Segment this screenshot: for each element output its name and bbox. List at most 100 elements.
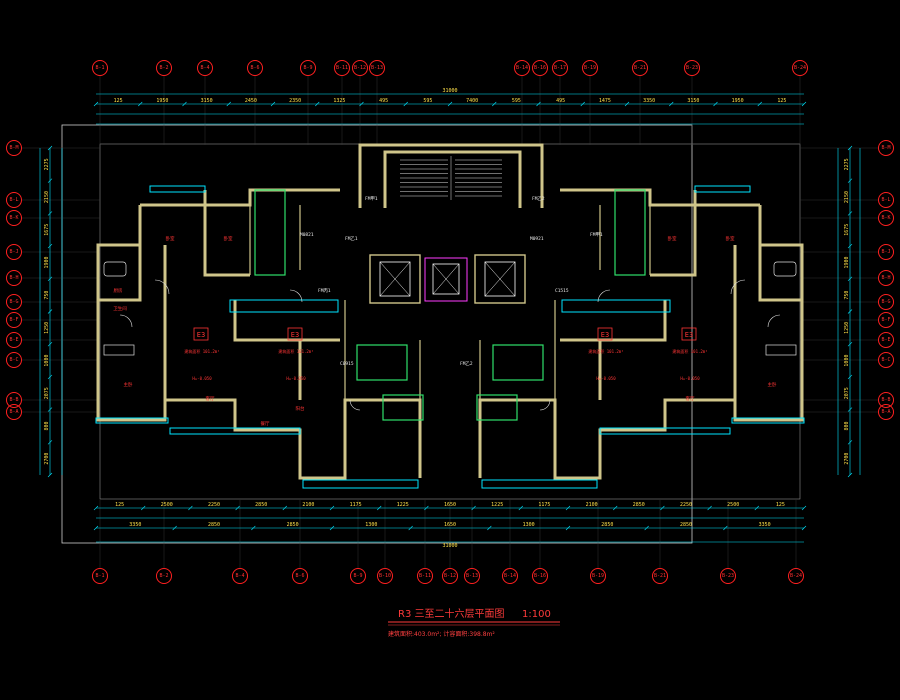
axis-bubble-left: B-E bbox=[6, 332, 22, 348]
left-dim-tick bbox=[47, 243, 53, 249]
axis-circle bbox=[6, 404, 22, 420]
axis-bubble-bottom: B-4 bbox=[232, 568, 248, 584]
door-window-tag: M0921 bbox=[530, 236, 544, 242]
axis-circle bbox=[878, 392, 894, 408]
top-dim-row1-text: 1950 bbox=[732, 98, 744, 104]
axis-bubble-right: B-H bbox=[878, 270, 894, 286]
left-dim-text: 750 bbox=[44, 291, 50, 300]
bottom-dim-row2-tick bbox=[487, 525, 492, 531]
bottom-dim-row1-tick bbox=[235, 505, 240, 511]
door-window-tag: C1515 bbox=[555, 288, 569, 294]
axis-bubble-top: B-12 bbox=[352, 60, 368, 76]
bottom-dim-row1-tick bbox=[754, 505, 760, 511]
left-dim-text: 2275 bbox=[44, 158, 50, 170]
axis-bubble-bottom: B-11 bbox=[417, 568, 433, 584]
left-dim-tick bbox=[47, 472, 53, 478]
axis-label: B-1 bbox=[95, 65, 104, 71]
bottom-dim-row1-tick bbox=[518, 505, 524, 511]
axis-label: B-12 bbox=[354, 65, 366, 71]
right-dim-tick bbox=[847, 243, 853, 249]
bottom-dim-row2-text: 2850 bbox=[208, 522, 220, 528]
axis-circle bbox=[232, 568, 248, 584]
axis-bubble-left: B-K bbox=[6, 210, 22, 226]
bottom-dim-row1-tick bbox=[612, 505, 618, 511]
axis-label: B-21 bbox=[654, 573, 666, 579]
axis-bubble-top: B-4 bbox=[197, 60, 213, 76]
left-dim-tick bbox=[47, 178, 53, 183]
wall-outline bbox=[96, 143, 804, 480]
right-dim-tick bbox=[847, 145, 853, 151]
axis-label: B-B bbox=[9, 397, 18, 403]
top-dim-row1-tick bbox=[624, 101, 630, 107]
room-label: 餐厅 bbox=[261, 420, 270, 427]
room-label: 主卧 bbox=[768, 381, 777, 388]
axis-bubble-bottom: B-1 bbox=[92, 568, 108, 584]
axis-label: B-24 bbox=[790, 573, 802, 579]
axis-circle bbox=[292, 568, 308, 584]
axis-label: B-13 bbox=[371, 65, 383, 71]
right-dim-text: 1675 bbox=[844, 224, 850, 236]
top-dim-row1-text: 3150 bbox=[201, 98, 213, 104]
axis-circle bbox=[684, 60, 700, 76]
axis-bubble-right: B-K bbox=[878, 210, 894, 226]
bottom-dim-row2-text: 2850 bbox=[287, 522, 299, 528]
door-window-tag: FM乙1 bbox=[345, 235, 358, 242]
bottom-dim-row1-tick bbox=[376, 505, 382, 511]
top-dim-row1-text: 3350 bbox=[643, 98, 655, 104]
axis-circle bbox=[788, 568, 804, 584]
axis-circle bbox=[334, 60, 350, 76]
axis-circle bbox=[6, 352, 22, 368]
axis-bubble-right: B-C bbox=[878, 352, 894, 368]
bottom-dim-row1-tick bbox=[707, 505, 712, 511]
top-dim-row1-tick bbox=[315, 101, 320, 107]
unit-height-1: H=-0.050 bbox=[192, 376, 212, 381]
top-dim-row1-tick bbox=[713, 101, 718, 107]
top-dim-row1-text: 125 bbox=[114, 98, 123, 104]
bottom-dim-row1-tick bbox=[188, 505, 193, 511]
axis-label: B-17 bbox=[554, 65, 566, 71]
axis-label: B-F bbox=[9, 317, 18, 323]
room-label: 卧室 bbox=[726, 235, 735, 242]
bottom-dim-row1-text: 2250 bbox=[680, 502, 692, 508]
axis-label: B-J bbox=[9, 249, 18, 255]
top-dim-row1-tick bbox=[801, 101, 807, 107]
top-dim-row1-tick bbox=[138, 101, 143, 107]
axis-bubble-bottom: B-9 bbox=[350, 568, 366, 584]
axis-circle bbox=[464, 568, 480, 584]
bottom-dim-row2-text: 2850 bbox=[680, 522, 692, 528]
axis-bubble-right: B-E bbox=[878, 332, 894, 348]
axis-circle bbox=[632, 60, 648, 76]
top-dim-row1-text: 595 bbox=[512, 98, 521, 104]
door-window-tag: FM乙2 bbox=[532, 195, 545, 202]
axis-bubble-right: B-F bbox=[878, 312, 894, 328]
bottom-total-dim: 31000 bbox=[442, 543, 457, 549]
axis-circle bbox=[878, 210, 894, 226]
drawing-scale: 1:100 bbox=[522, 609, 551, 620]
bottom-dim-row2-text: 2850 bbox=[601, 522, 613, 528]
axis-bubble-bottom: B-21 bbox=[652, 568, 668, 584]
axis-circle bbox=[6, 192, 22, 208]
axis-circle bbox=[878, 140, 894, 156]
axis-bubble-top: B-6 bbox=[247, 60, 263, 76]
axis-circle bbox=[6, 294, 22, 310]
room-label: 客厅 bbox=[686, 395, 695, 402]
door-window-tags: FM甲1FM乙1FM丙1FM乙2M0921M0821C1515C0915FM甲1… bbox=[300, 195, 603, 367]
axis-circle bbox=[878, 312, 894, 328]
door-swings bbox=[119, 279, 781, 411]
stair-treads bbox=[400, 156, 502, 200]
axis-label: B-A bbox=[881, 409, 890, 415]
left-dim-tick bbox=[47, 341, 53, 347]
axis-label: B-12 bbox=[444, 573, 456, 579]
axis-label: B-B bbox=[881, 397, 890, 403]
top-dim-row1-tick bbox=[93, 101, 99, 107]
bottom-dim-row2-tick bbox=[329, 525, 335, 531]
bottom-dim-row1-text: 2850 bbox=[255, 502, 267, 508]
top-dim-row1-tick bbox=[536, 101, 541, 107]
right-dim-tick bbox=[847, 276, 853, 282]
axis-circle bbox=[878, 352, 894, 368]
axis-label: B-2 bbox=[159, 65, 168, 71]
top-dim-row1-text: 3150 bbox=[687, 98, 699, 104]
axis-label: B-23 bbox=[686, 65, 698, 71]
bottom-dim-row1-text: 1650 bbox=[444, 502, 456, 508]
door-window-tag: FM丙1 bbox=[318, 288, 331, 294]
